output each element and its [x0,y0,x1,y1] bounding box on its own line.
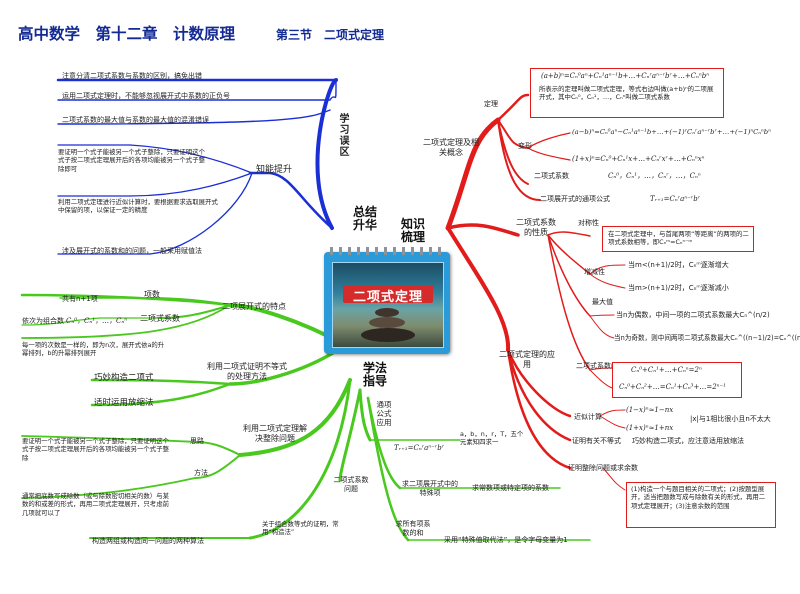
he-label: 二项式系数的和 [576,362,625,370]
zhineng-tisheng-label: 知能提升 [256,165,293,175]
bianxing-formula-2: (1+x)ⁿ=Cₙ⁰+Cₙ¹x+…+Cₙʳxʳ+…+Cₙⁿxⁿ [572,155,705,163]
application-node: 二项式定理的应用 [499,350,555,369]
card-image: 二项式定理 [332,262,444,348]
bianxing-label: 变形 [518,142,532,150]
properties-node: 二项式系数的性质 [516,218,556,237]
xiangshu-label: 项数 [144,290,160,299]
duichen-label: 对称性 [578,219,599,227]
xishu-wenti: 二项式系数问题 [333,476,369,493]
zhengming-label: 证明有关不等式 [572,437,621,445]
stone-stack-icon [361,308,415,344]
fangfa-label: 方法 [194,469,208,477]
wuqu-item-1: 注意分清二项式系数与系数的区别，搞免出错 [62,72,202,80]
duichen-text: 在二项式定理中，与首尾两项“等距离”的两项的二项式系数相等，即Cₙᵐ=Cₙⁿ⁻ᵐ [608,230,749,247]
teshu-node: 求二项展开式中的特殊项 [402,480,458,497]
jinsi-formula-2: (1+x)ⁿ≈1+nx [626,424,674,432]
zhengchu-label: 证明整除问题或求余数 [568,464,638,472]
xishu-label: 二项式系数 [534,172,569,180]
jinsi-formula-1: (1−x)ⁿ≈1−nx [626,406,674,414]
gouzao-text: 构造两组或构造同一问题的两种算法 [92,537,204,545]
zengjian-2: 当m>(n+1)/2时，Cₙᵐ逐渐减小 [628,284,729,292]
he-1: Cₙ⁰+Cₙ¹+…+Cₙⁿ=2ⁿ [631,366,702,374]
zongjie-heading: 总结升华 [352,205,377,232]
budengshi-node: 利用二项式证明不等式的处理方法 [207,362,287,381]
tisheng-item-3: 涉及展开式的系数和的问题，一般采用赋值法 [62,247,202,255]
silu-label: 思路 [190,437,204,445]
teshu-text: 求常数项或特定项的系数 [472,484,549,492]
zhishi-heading: 知识梳理 [400,217,425,244]
tisheng-item-1: 要证明一个式子能被另一个式子整除，只要证明这个式子按二项式定理展开后的各项均能被… [58,148,205,173]
dingli-label: 定理 [484,100,498,108]
jinsi-condition: |x|与1相比很小且n不太大 [690,415,771,423]
tongxiang-node: 通项公式应用 [376,400,392,427]
dingli-box: (a+b)ⁿ=Cₙ⁰aⁿ+Cₙ¹aⁿ⁻¹b+…+Cₙʳaⁿ⁻ʳbʳ+…+Cₙⁿb… [530,68,724,118]
zengjian-label: 增减性 [584,268,605,276]
wuqu-item-2: 运用二项式定理时，不能够忽视展开式中系数的正负号 [62,92,230,100]
silu-text: 要证明一个式子能被另一个式子整除，只要证明这个式子按二项式定理展开后的各项均能被… [22,437,169,462]
page-subtitle: 第三节 二项式定理 [276,28,385,42]
guyu-text: 关于组合数等式的证明，常用“构造法” [262,520,339,537]
fangfa-text: 通常把底数写成除数（或与除数密切相关的数）与某数的和或差的形式，再用二项式定理展… [22,492,169,517]
zuidazhi-label: 最大值 [592,298,613,306]
tongxiang-label: 二项展开式的通项公式 [540,195,610,203]
fangsuo-label: 适时运用放缩法 [94,398,154,408]
xishu-text: 依次为组合数 [22,317,64,325]
dingli-text: 所表示的定理叫做二项式定理，等式右边叫做(a+b)ⁿ的二项展开式，其中Cₙ⁰，C… [539,85,714,102]
card-title-banner [343,285,433,303]
zengjian-1: 当m<(n+1)/2时，Cₙᵐ逐渐增大 [628,261,729,269]
zuida-1: 当n为偶数，中间一项的二项式系数最大Cₙ^(n/2) [616,311,770,319]
xuefa-heading: 学法指导 [362,361,387,388]
duichen-box: 在二项式定理中，与首尾两项“等距离”的两项的二项式系数相等，即Cₙᵐ=Cₙⁿ⁻ᵐ [602,226,754,252]
tongxiang-formula-2: Tᵣ₊₁=Cₙʳaⁿ⁻ʳbʳ [394,444,445,452]
card-binding-rings [330,247,444,255]
jinsi-label: 近似计算 [574,413,602,421]
zhengchu-node: 利用二项式定理解决整除问题 [243,424,307,443]
center-card: 二项式定理 [324,247,450,354]
zhengming-text: 巧妙构造二项式，应注意适用放缩法 [632,437,744,445]
bianxing-formula-1: (a−b)ⁿ=Cₙ⁰aⁿ−Cₙ¹aⁿ⁻¹b+…+(−1)ʳCₙʳaⁿ⁻ʳbʳ+…… [572,128,771,136]
qiaomiao-label: 巧妙构造二项式 [94,373,154,383]
zuida-2: 当n为奇数，则中间两项二项式系数最大Cₙ^((n−1)/2)=Cₙ^((n+1)… [614,334,800,342]
tongxiang-desc: a，b，n，r，T，五个元素知四求一 [460,430,524,447]
xishu-formula: Cₙ⁰，Cₙ¹，…，Cₙʳ，…，Cₙⁿ [608,172,701,180]
tisheng-item-2: 利用二项式定理进行近似计算时，要根据要求选取展开式中保留的项，以保证一定的精度 [58,198,218,215]
xishu-formula-left: Cₙ⁰，Cₙ¹，…，Cₙⁿ [66,317,128,325]
he-box: Cₙ⁰+Cₙ¹+…+Cₙⁿ=2ⁿ Cₙ⁰+Cₙ²+…=Cₙ¹+Cₙ³+…=2ⁿ⁻… [612,362,742,398]
xishuhe-node: 求所有项系数的和 [395,520,431,537]
page-title: 高中数学 第十二章 计数原理 [18,25,236,43]
wuqu-item-3: 二项式系数的最大值与系数的最大值的混淆错误 [62,116,209,124]
theorem-node: 二项式定理及相关概念 [423,138,479,157]
zhengchu-text: (1)构造一个与题目相关的二项式；(2)按题型展开，适当把题数写成与除数有关的形… [631,485,766,510]
dingli-formula: (a+b)ⁿ=Cₙ⁰aⁿ+Cₙ¹aⁿ⁻¹b+…+Cₙʳaⁿ⁻ʳbʳ+…+Cₙⁿb… [541,72,710,80]
tedian-node: 二项展开式的特点 [222,302,286,311]
xuexi-wuqu-label: 学习误区 [339,114,350,158]
card-title: 二项式定理 [352,290,423,305]
xiangshu-text: 共有n+1项 [62,295,98,303]
fuzhi-text: 采用“特殊值取代法”，是令字母变量为1 [444,536,568,544]
tongxiang-formula: Tᵣ₊₁=Cₙʳaⁿ⁻ʳbʳ [650,195,701,203]
he-2: Cₙ⁰+Cₙ²+…=Cₙ¹+Cₙ³+…=2ⁿ⁻¹ [619,383,726,391]
zhengchu-box: (1)构造一个与题目相关的二项式；(2)按题型展开，适当把题数写成与除数有关的形… [626,482,776,528]
cishu-text: 每一项的次数是一样的，即为n次，展开式依a的升幂排列，b的升幂排列展开 [22,341,165,358]
xishu-title: 二项式系数 [140,314,180,323]
